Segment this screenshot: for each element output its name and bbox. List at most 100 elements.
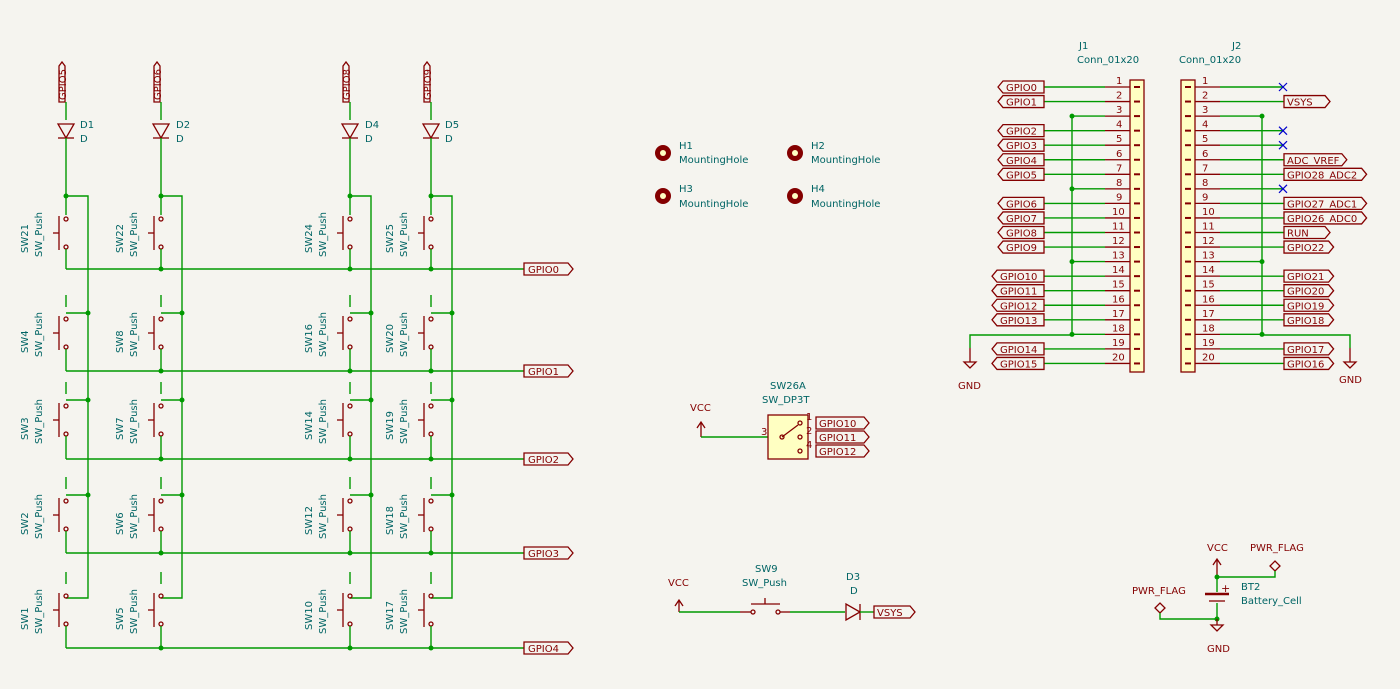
pin-number: 12 <box>1112 236 1125 247</box>
switch-value: SW_Push <box>399 589 410 634</box>
switch-value: SW_Push <box>129 399 140 444</box>
vcc-label: VCC <box>668 578 689 589</box>
diode-value: D <box>80 134 88 145</box>
switch-ref: SW7 <box>115 417 126 440</box>
net-label-gpio5: GPIO5 <box>58 69 69 100</box>
switch-ref: SW16 <box>304 324 315 353</box>
net-label: GPIO22 <box>1287 243 1324 254</box>
net-label: GPIO8 <box>1006 229 1037 240</box>
net-label: GPIO3 <box>1006 141 1037 152</box>
switch-value: SW_Push <box>399 494 410 539</box>
pin-number: 17 <box>1112 309 1125 320</box>
hole-ref: H1 <box>679 141 693 152</box>
diode-column-3[interactable]: GPIO8 D4 D <box>340 60 379 196</box>
connector-pin: 4 <box>1185 120 1288 136</box>
net-label: GPIO28_ADC2 <box>1287 170 1357 181</box>
net-label: GPIO16 <box>1287 359 1324 370</box>
mounting-hole[interactable]: H2 MountingHole <box>787 141 880 166</box>
diode-column-2[interactable]: GPIO6 D2 D <box>151 60 190 196</box>
net-label-gpio6: GPIO6 <box>153 69 164 100</box>
dp3t-switch[interactable]: SW26A SW_DP3T VCC 3 1 2 4 GPIO10 GPIO11 … <box>690 381 870 460</box>
switch-value: SW_Push <box>399 399 410 444</box>
power-switch-circuit[interactable]: VCC SW9 SW_Push D3 D VSYS <box>668 564 916 622</box>
net-label: GPIO9 <box>1006 243 1037 254</box>
pin-number: 8 <box>1116 178 1122 189</box>
pin-number: 1 <box>1116 76 1122 87</box>
pin-number: 9 <box>1202 192 1208 203</box>
pin-number: 3 <box>761 427 767 438</box>
pin-number: 19 <box>1112 338 1125 349</box>
net-label: GPIO6 <box>1006 199 1037 210</box>
pin-number: 6 <box>1202 149 1208 160</box>
switch-ref: SW24 <box>304 224 315 253</box>
switch-value: SW_Push <box>34 399 45 444</box>
j2-ref: J2 <box>1231 41 1241 52</box>
switch-value: SW_Push <box>318 212 329 257</box>
switch-ref: SW19 <box>385 411 396 440</box>
net-label: GPIO0 <box>1006 83 1037 94</box>
battery-circuit[interactable]: VCC PWR_FLAG + BT2 Battery_Cell PWR_FLAG… <box>1132 543 1304 655</box>
pin-number: 18 <box>1112 323 1125 334</box>
mounting-hole[interactable]: H1 MountingHole <box>655 141 748 166</box>
diode-value: D <box>176 134 184 145</box>
pin-number: 4 <box>806 440 812 451</box>
connector-j1[interactable]: J1 Conn_01x20 1GPIO02GPIO134GPIO25GPIO36… <box>958 41 1145 392</box>
key-matrix: GPIO5 D1 D GPIO6 D2 D GPIO8 D4 D <box>20 60 574 655</box>
connector-pin: 3 <box>1185 105 1265 119</box>
mounting-holes: H1 MountingHole H2 MountingHole H3 Mount… <box>655 141 880 210</box>
mounting-hole[interactable]: H4 MountingHole <box>787 184 880 210</box>
pin-number: 16 <box>1202 294 1215 305</box>
switch-ref: SW20 <box>385 324 396 353</box>
pin-number: 14 <box>1202 265 1215 276</box>
d3-ref: D3 <box>846 572 860 583</box>
net-label-gpio9: GPIO9 <box>423 69 434 100</box>
net-label-row-2: GPIO1 <box>528 367 559 378</box>
pin-number: 6 <box>1116 149 1122 160</box>
mounting-hole[interactable]: H3 MountingHole <box>655 184 748 210</box>
net-label: RUN <box>1287 229 1309 240</box>
connector-pin: 5 <box>1185 134 1288 150</box>
row-labels: GPIO0 GPIO1 GPIO2 GPIO3 GPIO4 <box>523 262 574 655</box>
pin-number: 2 <box>1202 91 1208 102</box>
pin-number: 3 <box>1202 105 1208 116</box>
diode-column-1[interactable]: GPIO5 D1 D <box>56 60 94 196</box>
net-label-gpio9-shape <box>423 60 431 103</box>
switch-ref: SW17 <box>385 601 396 630</box>
pin-number: 13 <box>1202 251 1215 262</box>
net-label: GPIO10 <box>819 419 856 430</box>
diode-symbol <box>56 123 76 140</box>
vcc-label: VCC <box>1207 543 1228 554</box>
diode-column-4[interactable]: GPIO9 D5 D <box>421 60 459 196</box>
connector-j2[interactable]: J2 Conn_01x20 12VSYS3456ADC_VREF7GPIO28_… <box>1179 41 1368 386</box>
pin-number: 4 <box>1202 120 1208 131</box>
vcc-label: VCC <box>690 403 711 414</box>
